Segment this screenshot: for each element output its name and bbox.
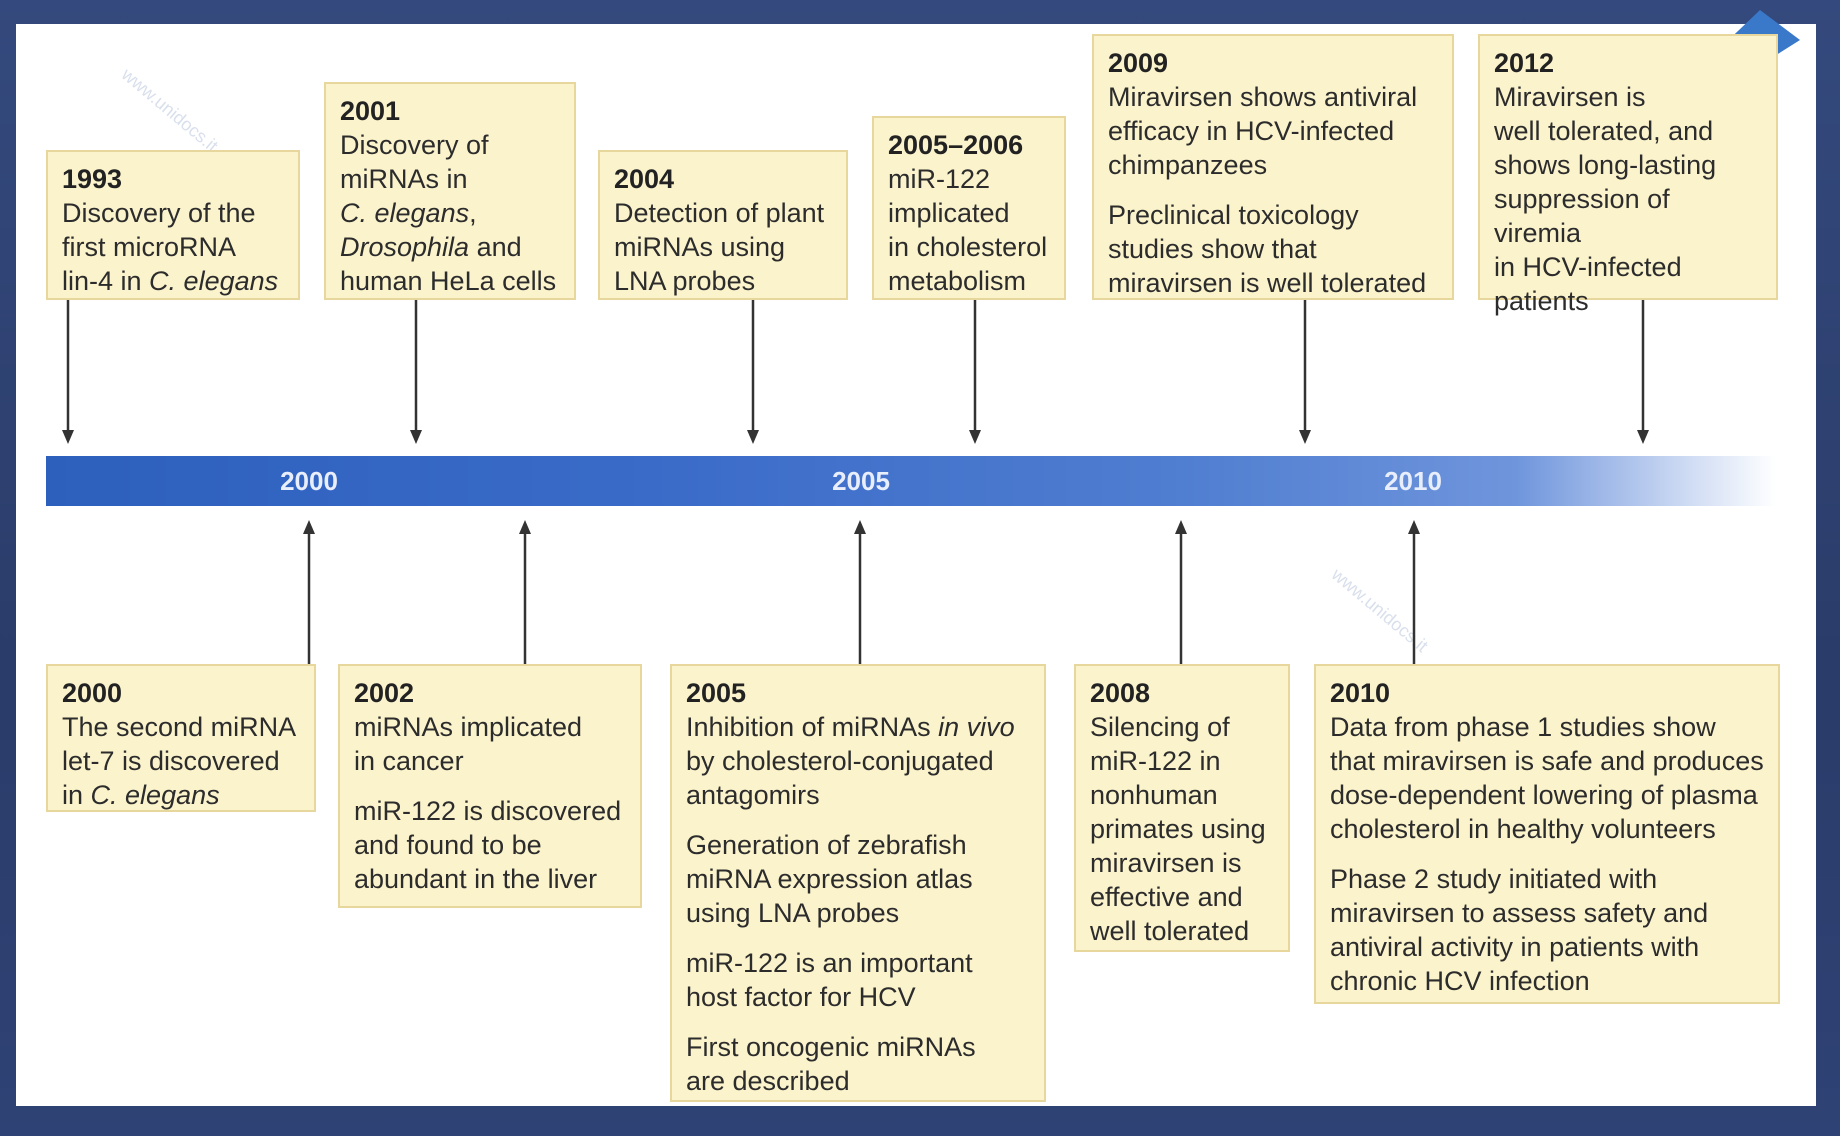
event-year: 2005–2006 [888,130,1024,160]
event-year: 2000 [62,678,123,708]
tick-label-2010: 2010 [1384,466,1442,496]
event-year: 2001 [340,96,401,126]
event-year: 2002 [354,678,415,708]
tick-label-2005: 2005 [832,466,890,496]
event-year: 2008 [1090,678,1151,708]
event-year: 2010 [1330,678,1391,708]
tick-label-2000: 2000 [280,466,338,496]
event-year: 2004 [614,164,675,194]
event-year: 2009 [1108,48,1169,78]
timeline-bar [46,456,1776,506]
event-year: 2012 [1494,48,1555,78]
event-year: 2005 [686,678,747,708]
event-year: 1993 [62,164,123,194]
